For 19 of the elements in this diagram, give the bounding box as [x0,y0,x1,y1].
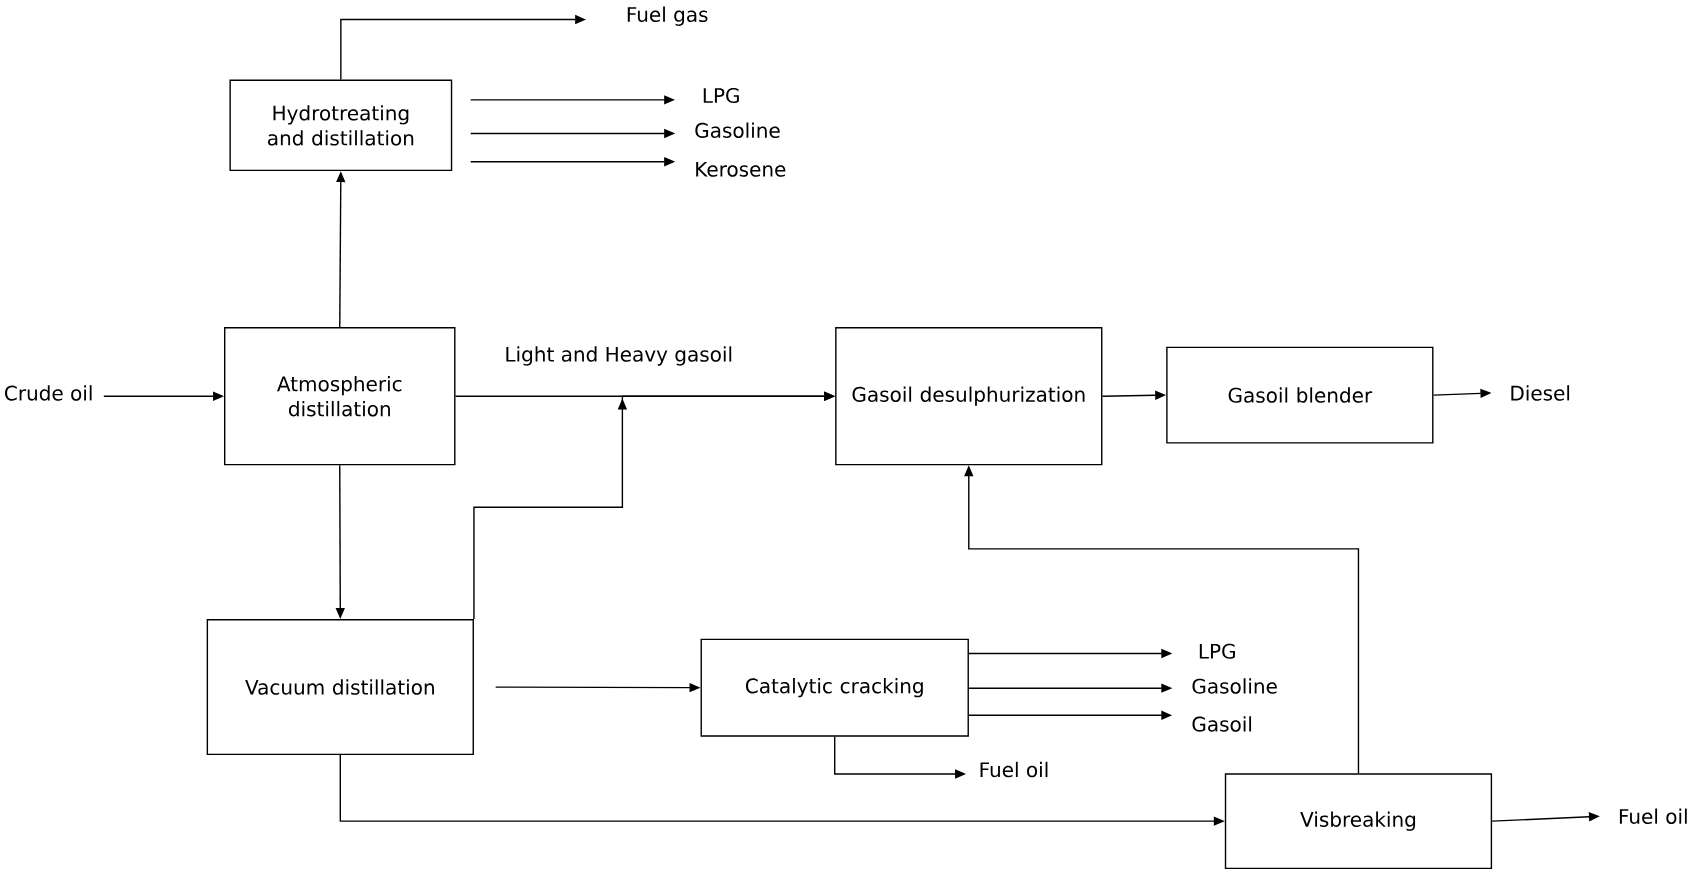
process-box: Atmospheric distillation [224,326,456,466]
process-box: Visbreaking [1224,773,1493,869]
stream-label: Diesel [1511,384,1570,401]
stream-label: Kerosene [696,161,786,177]
stream-label: Crude oil [5,384,92,401]
process-box: Gasoil blender [1166,346,1434,444]
stream-label: LPG [1199,643,1235,659]
process-box: Vacuum distillation [206,618,474,755]
stream-label: Fuel gas [627,6,708,26]
stream-label: Fuel oil [1619,808,1687,824]
stream-label: LPG [703,87,739,103]
process-box: Gasoil desulphurization [835,326,1103,466]
process-box: Catalytic cracking [700,638,969,737]
stream-label: Gasoline [695,122,780,138]
edge-label: Light and Heavy gasoil [503,345,734,367]
stream-label: Gasoil [1192,716,1252,732]
stream-label: Fuel oil [980,761,1048,778]
stream-label: Gasoline [1192,678,1277,694]
process-box: Hydrotreating and distillation [229,79,453,171]
